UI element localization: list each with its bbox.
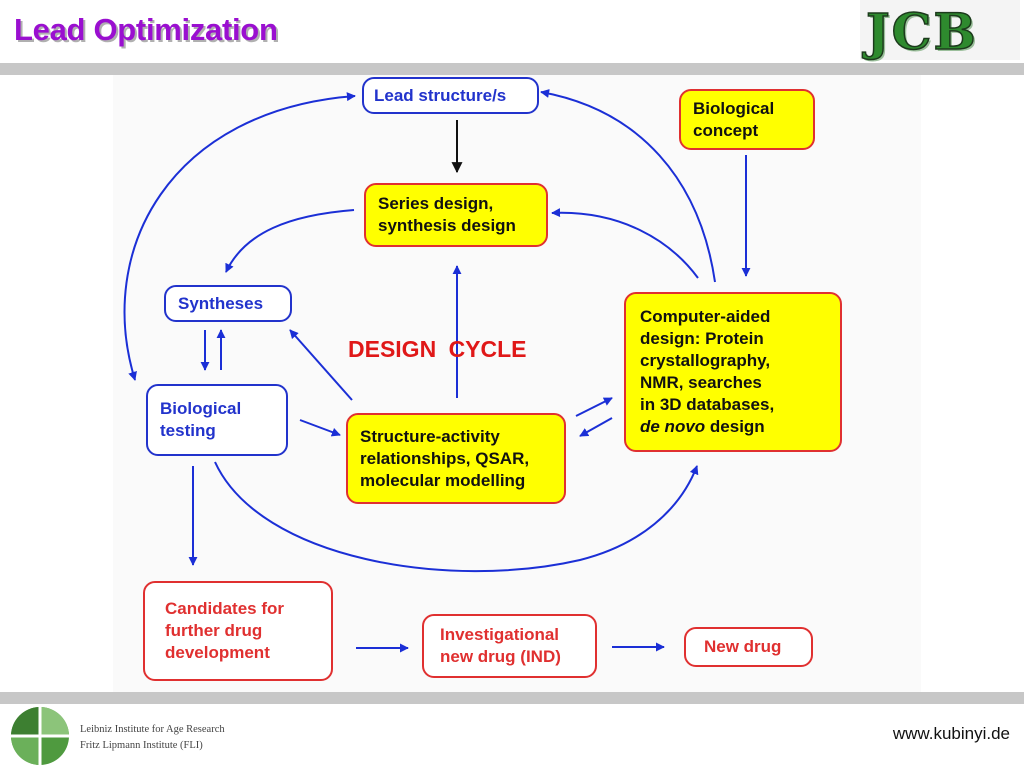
node-cad-line-6: de novo design (640, 416, 826, 438)
arrow-series-to-syntheses (225, 209, 355, 273)
node-cad-line-3: crystallography, (640, 351, 771, 370)
arrow-cad-to-sar (579, 417, 613, 437)
arrow-cad-to-lead (540, 89, 716, 283)
node-sar-line-2: relationships, QSAR, (360, 448, 530, 468)
node-ind-line-1: Investigational (440, 625, 560, 644)
jcb-logo-background (860, 0, 1020, 60)
footer-divider-band (0, 692, 1024, 704)
footer-url: www.kubinyi.de (892, 724, 1010, 743)
node-new-drug: New drug (684, 627, 813, 667)
node-lead-structures: Lead structure/s (362, 77, 539, 114)
node-concept-line-1: Biological (693, 98, 775, 118)
arrow-testing-lead-arc (123, 92, 356, 381)
node-series-design: Series design, synthesis design (364, 183, 548, 247)
node-testing-line-2: testing (160, 421, 216, 440)
node-cad-line-5: in 3D databases, (640, 395, 775, 414)
node-series-line-2: synthesis design (378, 216, 516, 235)
node-syntheses-line-1: Syntheses (178, 293, 264, 313)
node-concept-line-2: concept (693, 120, 759, 140)
node-sar-line-1: Structure-activity (360, 426, 500, 446)
node-structure-activity: Structure-activity relationships, QSAR, … (346, 413, 566, 504)
node-series-line-1: Series design, (378, 194, 494, 213)
node-candidates: Candidates for further drug development (143, 581, 333, 681)
fli-logo-icon (11, 707, 69, 765)
arrow-testing-to-cad-arc (214, 461, 699, 573)
institute-name-line-2: Fritz Lipmann Institute (FLI) (80, 740, 203, 751)
arrow-sar-to-syntheses (289, 329, 353, 401)
node-candidates-line-3: development (165, 643, 270, 662)
arrow-cad-to-series (551, 208, 699, 279)
node-newdrug-line-1: New drug (704, 637, 782, 656)
node-cad-italic-term: de novo (640, 417, 706, 436)
arrow-sar-to-cad (575, 397, 613, 417)
node-lead-line-1: Lead structure/s (374, 85, 507, 105)
node-syntheses: Syntheses (164, 285, 292, 322)
page-title: Lead Optimization (14, 12, 278, 47)
node-candidates-line-2: further drug (165, 621, 263, 640)
institute-name-line-1: Leibniz Institute for Age Research (80, 724, 225, 735)
node-ind-line-2: new drug (IND) (440, 647, 561, 666)
node-biological-testing: Biological testing (146, 384, 288, 456)
node-cad-line-4: NMR, searches (640, 373, 762, 392)
node-computer-aided-design: Computer-aided design: Protein crystallo… (624, 292, 842, 452)
node-sar-line-3: molecular modelling (360, 470, 526, 490)
arrow-testing-to-sar (299, 419, 341, 437)
node-cad-line-6-rest: design (709, 417, 765, 436)
node-candidates-line-1: Candidates for (165, 599, 285, 618)
node-cad-line-1: Computer-aided (640, 307, 771, 326)
header-divider-band (0, 63, 1024, 75)
node-testing-line-1: Biological (160, 399, 242, 418)
design-cycle-label: DESIGN CYCLE (348, 336, 527, 362)
node-biological-concept: Biological concept (679, 89, 815, 150)
jcb-logo: JCB (865, 1, 978, 62)
node-ind: Investigational new drug (IND) (422, 614, 597, 678)
node-cad-line-2: design: Protein (640, 329, 764, 348)
